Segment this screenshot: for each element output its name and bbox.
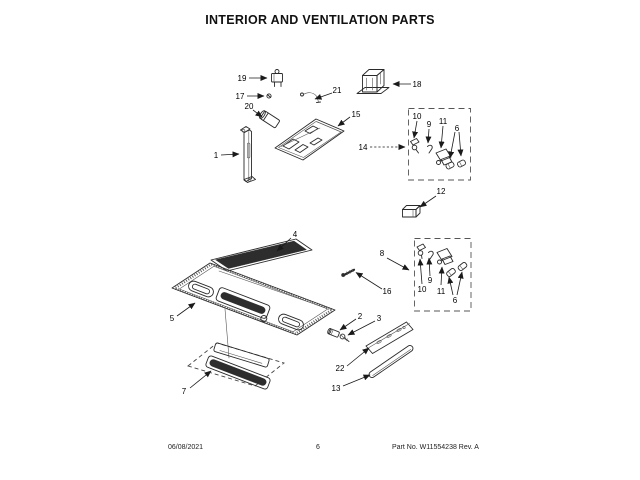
callout-1-label: 1 bbox=[214, 151, 219, 160]
callout-2-label: 2 bbox=[358, 312, 363, 321]
footer-date: 06/08/2021 bbox=[168, 444, 204, 451]
part-17-screw: 17 bbox=[236, 92, 272, 101]
part-7-grille: 7 bbox=[182, 342, 285, 396]
part-15-tray: 15 bbox=[274, 110, 361, 161]
part-22-bracket: 22 bbox=[336, 321, 414, 373]
callout-4-label: 4 bbox=[293, 230, 298, 239]
callout-21-label: 21 bbox=[333, 86, 342, 95]
part-2-bolt: 2 bbox=[327, 312, 363, 338]
callout-6b-label: 6 bbox=[453, 296, 458, 305]
part-16-screw: 16 bbox=[341, 268, 392, 296]
callout-17-label: 17 bbox=[236, 92, 245, 101]
part-1-channel: 1 bbox=[214, 126, 256, 183]
callout-11a-label: 11 bbox=[439, 117, 448, 126]
callout-10a-label: 10 bbox=[413, 112, 422, 121]
callout-9a-label: 9 bbox=[427, 120, 432, 129]
callout-10b-label: 10 bbox=[418, 285, 427, 294]
callout-15-label: 15 bbox=[352, 110, 361, 119]
part-3-screw: 3 bbox=[339, 314, 382, 342]
page-title: INTERIOR AND VENTILATION PARTS bbox=[205, 13, 435, 27]
part-13-rod: 13 bbox=[332, 345, 414, 393]
part-20-cylinder: 20 bbox=[245, 102, 280, 129]
callout-5-label: 5 bbox=[170, 314, 175, 323]
footer-page-number: 6 bbox=[316, 444, 320, 451]
part-5-vent-panel: 5 bbox=[170, 262, 336, 359]
part-18-transformer: 18 bbox=[356, 69, 422, 94]
callout-19-label: 19 bbox=[238, 74, 247, 83]
callout-3-label: 3 bbox=[377, 314, 382, 323]
callout-18-label: 18 bbox=[413, 80, 422, 89]
callout-14-label: 14 bbox=[359, 143, 368, 152]
callout-9b-label: 9 bbox=[428, 276, 433, 285]
part-19-bracket: 19 bbox=[238, 69, 283, 87]
callout-8-label: 8 bbox=[380, 249, 385, 258]
part-8-callout: 8 bbox=[380, 249, 410, 271]
part-21-wire: 21 bbox=[300, 86, 342, 103]
callout-16-label: 16 bbox=[383, 287, 392, 296]
callout-13-label: 13 bbox=[332, 384, 341, 393]
footer-part-number: Part No. W11554238 Rev. A bbox=[392, 444, 479, 451]
part-12-box: 12 bbox=[402, 187, 446, 218]
callout-20-label: 20 bbox=[245, 102, 254, 111]
hardware-group-box-b: 10 9 11 6 bbox=[414, 238, 472, 312]
callout-22-label: 22 bbox=[336, 364, 345, 373]
callout-7-label: 7 bbox=[182, 387, 187, 396]
part-14-callout: 14 bbox=[359, 143, 406, 152]
callout-11b-label: 11 bbox=[437, 287, 446, 296]
callout-12-label: 12 bbox=[437, 187, 446, 196]
part-4-panel: 4 bbox=[210, 230, 313, 272]
hardware-group-box-a: 10 9 11 6 bbox=[408, 108, 471, 181]
callout-6a-label: 6 bbox=[455, 124, 460, 133]
